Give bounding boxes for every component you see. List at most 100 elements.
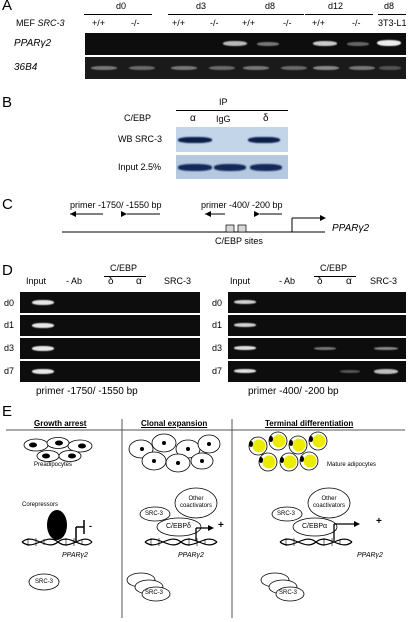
gel-image-36b4: [85, 57, 406, 79]
col-label: SRC-3: [164, 276, 192, 286]
gel-band: [243, 66, 269, 70]
other-label-1: Other: [321, 496, 337, 502]
gel-band: [234, 369, 256, 373]
panel-label-b: B: [2, 94, 13, 111]
gel-band: [313, 41, 337, 46]
col-label: Input: [26, 276, 47, 286]
cebp-delta-label: C/EBPδ: [166, 523, 191, 530]
col-label: δ: [317, 276, 323, 287]
col-label: Input: [230, 276, 251, 286]
lane-label: α: [190, 113, 196, 124]
cebp-label: C/EBP: [124, 113, 152, 123]
ip-label: IP: [219, 97, 228, 107]
gene-label: PPARγ2: [332, 223, 370, 234]
gel-image-ppar: [85, 33, 406, 55]
corepressors-label: Corepressors: [22, 502, 59, 508]
gel-band: [234, 323, 256, 327]
chip-gel-row: [20, 315, 200, 336]
gel-band: [379, 66, 401, 70]
blot-row-label: Input 2.5%: [118, 162, 162, 172]
panel-label-e: E: [2, 403, 13, 420]
western-blot-src3: [176, 127, 288, 152]
repression-sign: -: [89, 521, 92, 531]
day-label: d3: [196, 1, 207, 11]
blot-band: [214, 164, 246, 171]
column-header: Growth arrest: [34, 419, 86, 428]
ip-underline: [176, 110, 288, 111]
western-blot-input: [176, 155, 288, 179]
genotype-label: +/+: [172, 18, 186, 28]
col-label: α: [346, 276, 352, 287]
chip-gel-row: [228, 361, 406, 382]
day-underline: [168, 14, 236, 15]
row-label: d1: [212, 320, 223, 330]
gel-band: [223, 41, 247, 46]
cebp-underline: [314, 276, 356, 277]
gel-band: [32, 346, 54, 351]
gel-band: [32, 323, 54, 328]
gene-label: PPARγ2: [178, 552, 204, 559]
src3-label: SRC-3: [277, 511, 296, 517]
blot-band: [250, 164, 282, 171]
column-header: Clonal expansion: [141, 419, 207, 428]
cebp-sites-label: C/EBP sites: [215, 236, 263, 246]
chip-gel-row: [228, 315, 406, 336]
day-underline: [84, 14, 152, 15]
row-label: d0: [212, 298, 223, 308]
gel-band: [340, 370, 360, 373]
genotype-label: +/+: [92, 18, 106, 28]
day-label: d8: [265, 1, 276, 11]
cebp-label: C/EBP: [110, 263, 138, 273]
genotype-label: -/-: [210, 18, 219, 28]
gel-band: [32, 369, 54, 374]
day-underline: [378, 14, 406, 15]
day-label: d12: [328, 1, 344, 11]
panel-label-c: C: [2, 196, 13, 213]
row-label: d3: [4, 343, 15, 353]
row-label: d1: [4, 320, 15, 330]
src3-label: SRC-3: [145, 590, 164, 596]
mature-adipocytes-label: Mature adipocytes: [327, 462, 377, 468]
gel-band: [209, 66, 235, 70]
src3-label: SRC-3: [35, 579, 54, 585]
mef-label: MEF SRC-3: [16, 18, 65, 28]
blot-row-label: WB SRC-3: [118, 134, 163, 144]
gel-caption: primer -400/ -200 bp: [248, 386, 339, 397]
src3-label: SRC-3: [145, 511, 164, 517]
blot-band: [178, 137, 212, 143]
chip-gel-row: [228, 292, 406, 313]
col-label: - Ab: [279, 276, 296, 286]
gel-band: [32, 300, 54, 305]
column-header-text: Clonal expansion: [141, 419, 208, 428]
other-label-2: coactivators: [313, 503, 346, 509]
gel-band: [234, 346, 256, 350]
activation-sign: +: [376, 516, 382, 527]
primer-label: primer -1750/ -1550 bp: [70, 200, 162, 210]
gel-band: [347, 42, 369, 46]
activation-sign: +: [218, 520, 224, 531]
cebp-underline: [104, 276, 146, 277]
lane-label: IgG: [216, 114, 231, 124]
gel-band: [313, 66, 339, 70]
preadipocytes-label: Preadipocytes: [34, 462, 73, 468]
gel-band: [377, 40, 401, 46]
row-label: d0: [4, 298, 15, 308]
row-label: d7: [4, 366, 15, 376]
chip-gel-row: [20, 361, 200, 382]
col-label: α: [136, 276, 142, 287]
gene-label: PPARγ2: [62, 552, 88, 559]
col-label: δ: [108, 276, 114, 287]
genotype-label: -/-: [131, 18, 140, 28]
column-header: Terminal differentiation: [265, 419, 353, 428]
chip-gel-row: [20, 338, 200, 359]
row-label: d7: [212, 366, 223, 376]
gel-band: [91, 66, 117, 70]
other-coactivators-label: Other coactivators: [313, 496, 345, 510]
gel-band: [349, 66, 375, 70]
other-coactivators-label: Other coactivators: [180, 496, 212, 510]
primer-label: primer -400/ -200 bp: [201, 200, 283, 210]
chip-gel-row: [228, 338, 406, 359]
col-label: - Ab: [66, 276, 83, 286]
